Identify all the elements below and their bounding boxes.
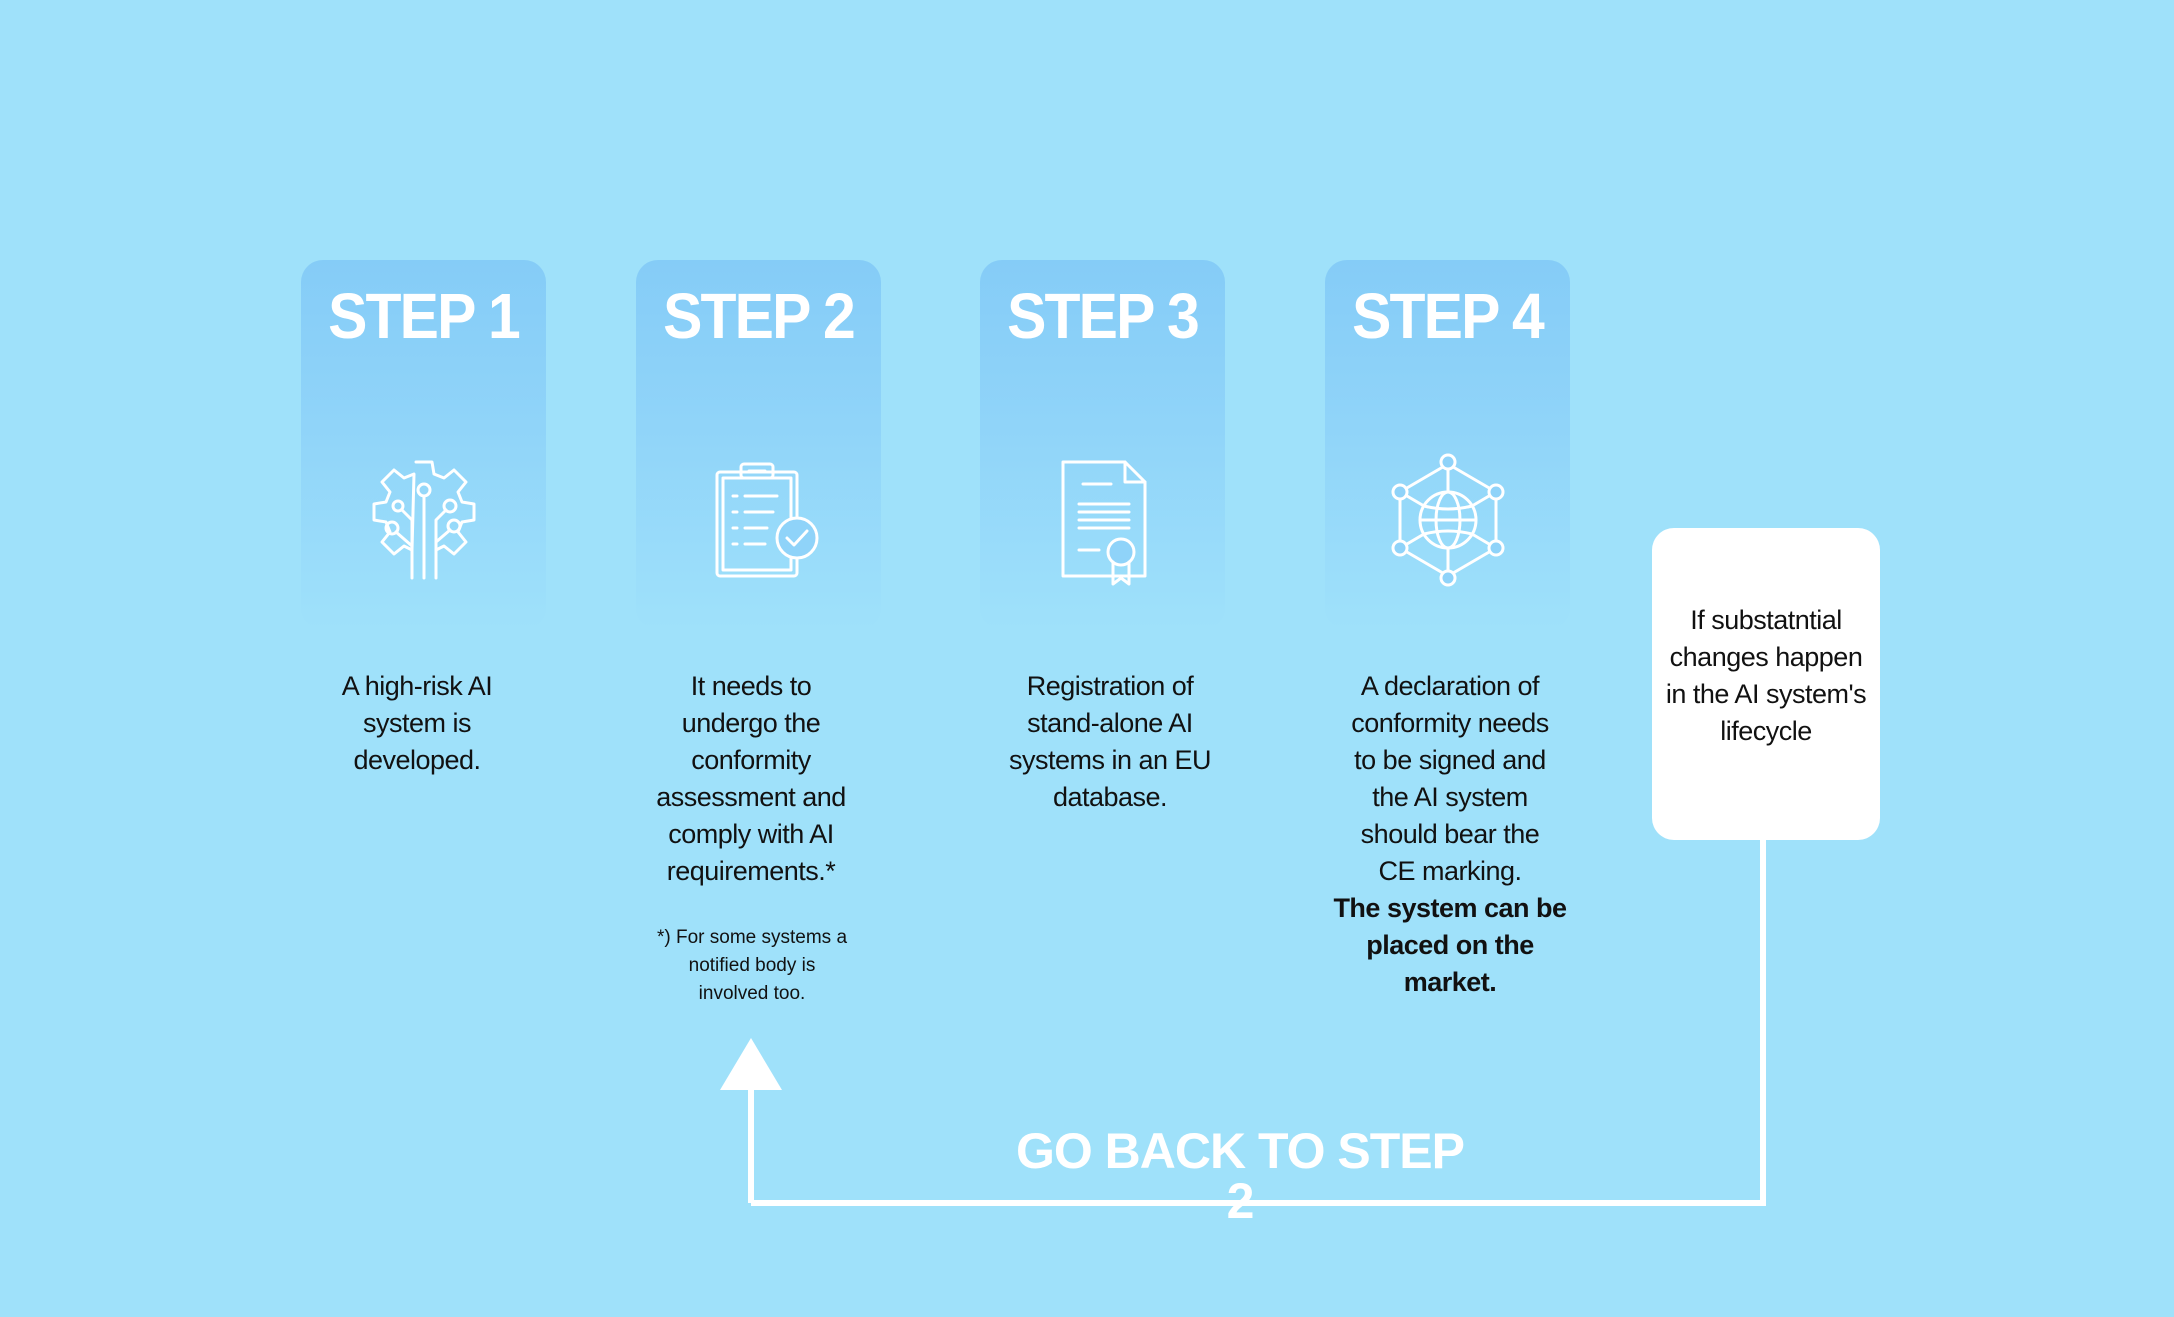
step-1-title: STEP 1	[328, 280, 521, 352]
step-2-card: STEP 2	[636, 260, 881, 630]
step-3-card: STEP 3	[980, 260, 1225, 630]
go-back-label: GO BACK TO STEP 2	[1015, 1123, 1465, 1229]
step-1-card: STEP 1	[301, 260, 546, 630]
step-2-footnote: *) For some systems a notified body is i…	[656, 927, 848, 1004]
market-placement-text: The system can be	[1333, 893, 1567, 923]
step-3-description: Registration of stand-alone AI systems i…	[1008, 671, 1212, 812]
gear-circuit-icon	[372, 460, 475, 580]
step-4-description: A declaration of conformity needs to be …	[1320, 668, 1580, 1001]
step-4-card: STEP 4	[1325, 260, 1570, 630]
step-2-title: STEP 2	[663, 280, 856, 352]
step-2-description: It needs to undergo the conformity asses…	[656, 671, 846, 886]
globe-network-icon	[1391, 453, 1504, 587]
arrowhead-up-icon	[720, 1038, 782, 1090]
step-3-title: STEP 3	[1007, 280, 1200, 352]
substantial-changes-text: If substatntial changes happen in the AI…	[1665, 605, 1867, 746]
step-1-description: A high-risk AI system is developed.	[341, 671, 493, 775]
step-4-title: STEP 4	[1352, 280, 1545, 352]
substantial-changes-box: If substatntial changes happen in the AI…	[1652, 528, 1880, 840]
certificate-document-icon	[1061, 460, 1146, 586]
clipboard-check-icon	[715, 462, 818, 578]
